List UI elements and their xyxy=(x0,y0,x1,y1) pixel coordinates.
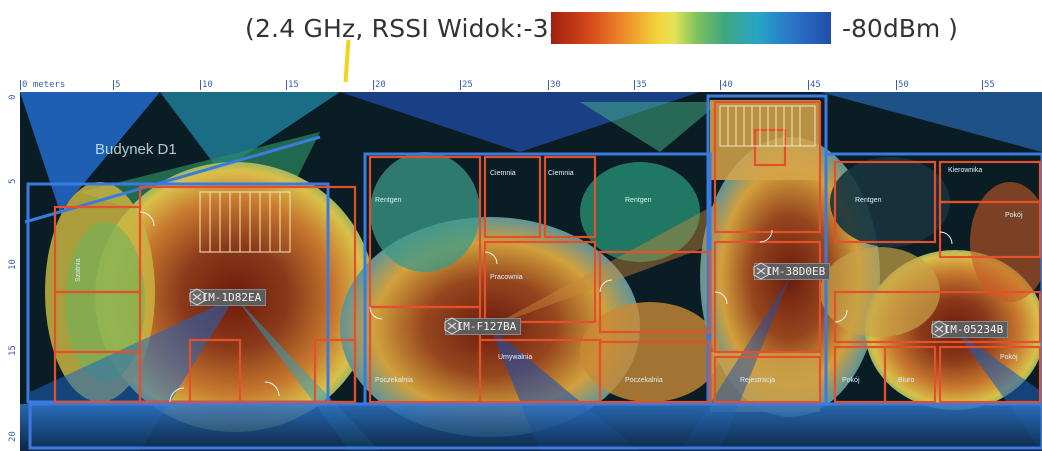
access-point[interactable]: SIM-05234B xyxy=(930,320,1009,338)
legend-title: (2.4 GHz, RSSI Widok:-35 xyxy=(245,14,565,43)
ruler-x-tick: 45 xyxy=(808,80,821,90)
ruler-x-tick: 5 xyxy=(113,80,121,90)
access-point-label: SIM-38D0EB xyxy=(754,262,831,280)
room-label: Ciemnia xyxy=(548,170,574,177)
ruler-x: 0 meters 5 10 15 20 25 30 35 40 45 50 55 xyxy=(20,78,1042,92)
ruler-x-tick: 0 meters xyxy=(20,80,66,90)
ruler-x-tick: 20 xyxy=(373,80,386,90)
room-label: Kierownika xyxy=(948,167,983,174)
room-label: Pokój xyxy=(1005,212,1023,219)
ruler-x-tick: 35 xyxy=(634,80,647,90)
ruler-x-tick: 55 xyxy=(982,80,995,90)
legend-color-scale xyxy=(551,12,831,44)
ruler-y-tick: 20 xyxy=(8,431,18,442)
ruler-y-tick: 0 xyxy=(8,94,18,100)
room-label: Rejestracja xyxy=(740,377,776,384)
ruler-y: 0 5 10 15 20 xyxy=(0,92,20,451)
room-label: Rentgen xyxy=(375,197,402,204)
building-label: Budynek D1 xyxy=(95,141,177,158)
ruler-x-tick: 40 xyxy=(720,80,733,90)
ruler-x-tick: 30 xyxy=(548,80,561,90)
room-label: Poczekalnia xyxy=(375,377,413,384)
ruler-x-tick: 10 xyxy=(200,80,213,90)
ruler-y-tick: 15 xyxy=(8,345,18,356)
room-label: Umywalnia xyxy=(498,354,533,361)
position-marker[interactable] xyxy=(343,39,351,83)
access-point[interactable]: SIM-38D0EB xyxy=(752,262,831,280)
heatmap-floor-plan[interactable]: Budynek D1 Rentgen Rentgen Rentgen Ciemn… xyxy=(20,92,1042,451)
room-label: Pokój xyxy=(842,377,860,384)
ruler-y-tick: 5 xyxy=(8,178,18,184)
room-label: Poczekalnia xyxy=(625,377,663,384)
legend-end-label: -80dBm ) xyxy=(842,14,958,43)
access-point-icon xyxy=(444,317,460,335)
access-point-icon xyxy=(189,288,205,306)
ruler-x-tick: 15 xyxy=(286,80,299,90)
room-label: Ciemnia xyxy=(490,170,516,177)
access-point[interactable]: SIM-1D82EA xyxy=(188,288,267,306)
access-point-icon xyxy=(931,320,947,338)
access-point-label: SIM-1D82EA xyxy=(190,288,267,306)
ruler-x-tick: 25 xyxy=(460,80,473,90)
access-point-icon xyxy=(753,262,769,280)
room-label: Pracownia xyxy=(490,274,523,281)
room-label: Rentgen xyxy=(625,197,652,204)
access-point[interactable]: SIM-F127BA xyxy=(443,317,522,335)
access-point-label: SIM-F127BA xyxy=(445,317,522,335)
room-label: Rentgen xyxy=(855,197,882,204)
ruler-x-tick: 50 xyxy=(896,80,909,90)
room-label: Szatnia xyxy=(75,258,82,282)
room-label: Biuro xyxy=(898,377,915,384)
room-label: Pokój xyxy=(1000,354,1018,361)
ruler-y-tick: 10 xyxy=(8,259,18,270)
